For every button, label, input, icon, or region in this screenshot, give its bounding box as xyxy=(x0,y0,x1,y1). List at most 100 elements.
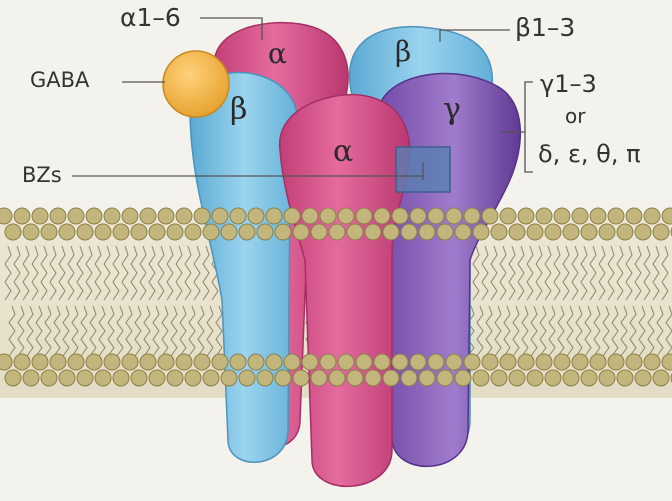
lipid-head xyxy=(5,370,21,386)
lipid-head xyxy=(347,370,363,386)
lipid-head xyxy=(554,354,570,370)
lipid-head xyxy=(113,224,129,240)
lipid-head xyxy=(176,354,192,370)
lipid-head xyxy=(23,224,39,240)
lipid-head xyxy=(122,208,138,224)
lipid-head xyxy=(203,224,219,240)
lipid-head xyxy=(284,208,300,224)
gaba-molecule xyxy=(163,51,229,117)
lipid-head xyxy=(545,370,561,386)
lipid-head xyxy=(410,354,426,370)
lipid-head xyxy=(50,208,66,224)
lipid-head xyxy=(104,208,120,224)
lipid-head xyxy=(23,370,39,386)
lipid-head xyxy=(68,354,84,370)
lipid-head xyxy=(509,370,525,386)
lipid-head xyxy=(653,224,669,240)
lipid-head xyxy=(0,354,12,370)
lipid-head xyxy=(428,208,444,224)
lipid-head xyxy=(185,224,201,240)
lipid-head xyxy=(653,370,669,386)
lipid-head xyxy=(293,224,309,240)
lipid-head xyxy=(248,208,264,224)
lipid-head xyxy=(284,354,300,370)
gamma-family-label: γ1–3 xyxy=(540,72,597,96)
lipid-head xyxy=(410,208,426,224)
lipid-head xyxy=(86,354,102,370)
lipid-head xyxy=(338,354,354,370)
lipid-head xyxy=(320,354,336,370)
lipid-head xyxy=(230,354,246,370)
lipid-head xyxy=(221,224,237,240)
lipid-head xyxy=(509,224,525,240)
lipid-head xyxy=(68,208,84,224)
lipid-head xyxy=(365,370,381,386)
lipid-head xyxy=(536,354,552,370)
alpha-front-letter: α xyxy=(333,137,353,167)
lipid-head xyxy=(185,370,201,386)
lipid-head xyxy=(428,354,444,370)
lipid-head xyxy=(194,354,210,370)
or-label: or xyxy=(565,106,585,126)
lipid-head xyxy=(374,354,390,370)
lipid-head xyxy=(482,208,498,224)
lipid-head xyxy=(356,208,372,224)
lipid-head xyxy=(275,370,291,386)
lipid-head xyxy=(536,208,552,224)
lipid-head xyxy=(95,224,111,240)
lipid-head xyxy=(167,224,183,240)
lipid-head xyxy=(302,354,318,370)
lipid-head xyxy=(212,208,228,224)
lipid-head xyxy=(248,354,264,370)
beta-back-letter: β xyxy=(395,38,411,66)
lipid-head xyxy=(572,208,588,224)
lipid-head xyxy=(500,208,516,224)
gamma-letter: γ xyxy=(443,95,461,125)
lipid-head xyxy=(293,370,309,386)
lipid-head xyxy=(590,354,606,370)
lipid-head xyxy=(563,224,579,240)
lipid-head xyxy=(455,370,471,386)
lipid-head xyxy=(500,354,516,370)
lipid-head xyxy=(527,370,543,386)
gaba-label: GABA xyxy=(30,70,89,91)
lipid-head xyxy=(32,208,48,224)
lipid-head xyxy=(383,370,399,386)
lipid-head xyxy=(437,224,453,240)
lipid-head xyxy=(464,208,480,224)
lipid-head xyxy=(347,224,363,240)
lipid-head xyxy=(86,208,102,224)
lipid-head xyxy=(419,224,435,240)
lipid-head xyxy=(239,224,255,240)
lipid-head xyxy=(608,208,624,224)
lipid-head xyxy=(572,354,588,370)
beta-left-letter: β xyxy=(230,95,247,125)
lipid-head xyxy=(581,370,597,386)
lipid-head xyxy=(140,208,156,224)
lipid-head xyxy=(59,370,75,386)
lipid-head xyxy=(50,354,66,370)
lipid-head xyxy=(176,208,192,224)
lipid-head xyxy=(437,370,453,386)
lipid-head xyxy=(455,224,471,240)
lipid-head xyxy=(590,208,606,224)
lipid-head xyxy=(446,208,462,224)
lipid-head xyxy=(0,208,12,224)
lipid-head xyxy=(158,208,174,224)
lipid-head xyxy=(257,224,273,240)
lipid-head xyxy=(212,354,228,370)
lipid-head xyxy=(104,354,120,370)
other-subunits-label: δ, ε, θ, π xyxy=(538,142,641,166)
lipid-head xyxy=(113,370,129,386)
lipid-head xyxy=(329,224,345,240)
lipid-head xyxy=(599,370,615,386)
lipid-head xyxy=(446,354,462,370)
lipid-head xyxy=(266,354,282,370)
lipid-head xyxy=(32,354,48,370)
lipid-head xyxy=(329,370,345,386)
bzs-label: BZs xyxy=(22,165,62,186)
lipid-head xyxy=(167,370,183,386)
lipid-head xyxy=(257,370,273,386)
gamma-bracket xyxy=(525,82,533,172)
